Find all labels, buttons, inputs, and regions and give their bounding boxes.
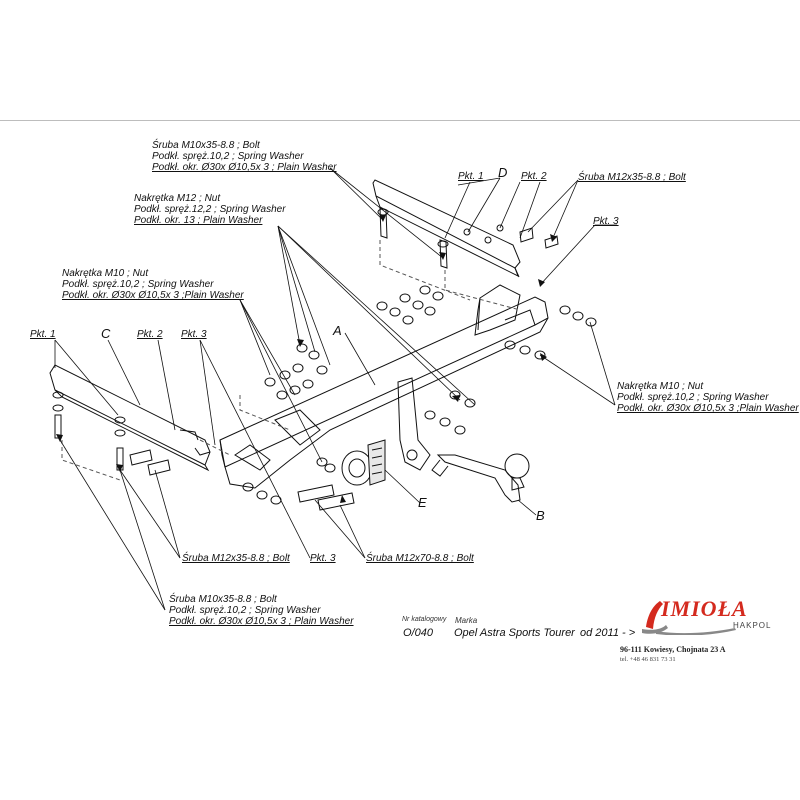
top-bolt-callout: Śruba M10x35-8.8 ; Bolt Podkł. spręż.10,… <box>152 140 337 173</box>
catalog-marka-value: Opel Astra Sports Tourer <box>454 627 575 639</box>
crossbeam-a <box>219 284 549 489</box>
top-rule <box>0 120 800 121</box>
pkt1-left-label: Pkt. 1 <box>30 329 56 340</box>
pkt2-top-label: Pkt. 2 <box>521 171 547 182</box>
callout-line: Nakrętka M12 ; Nut <box>134 193 221 204</box>
bolt-m12x35-bottom-callout: Śruba M12x35-8.8 ; Bolt <box>182 553 290 564</box>
bracket-c <box>49 364 211 472</box>
mount-plate <box>397 377 431 471</box>
part-letter-b: B <box>536 508 545 523</box>
callout-line: Podkł. spręż.10,2 ; Spring Washer <box>152 151 304 162</box>
brand-name: IMIOŁA <box>661 596 748 621</box>
callout-line: Śruba M10x35-8.8 ; Bolt <box>169 594 277 605</box>
callout-line: Podkł. okr. Ø30x Ø10,5x 3 ; Plain Washer <box>152 162 337 173</box>
bolt-m12x70-callout: Śruba M12x70-8.8 ; Bolt <box>366 553 474 564</box>
callout-line: Podkł. spręż.10,2 ; Spring Washer <box>617 392 769 403</box>
callout-line: Podkł. okr. Ø30x Ø10,5x 3 ;Plain Washer <box>617 403 799 414</box>
catalog-nr-value: O/040 <box>403 627 433 639</box>
ball-hitch-b <box>431 453 530 503</box>
nut-m12-callout: Nakrętka M12 ; Nut Podkł. spręż.12,2 ; S… <box>134 193 286 226</box>
pkt3-left-label: Pkt. 3 <box>181 329 207 340</box>
brand-address: 96-111 Kowiesy, Chojnata 23 A <box>620 645 726 654</box>
bottom-bolt-callout: Śruba M10x35-8.8 ; Bolt Podkł. spręż.10,… <box>169 594 354 627</box>
brand-logo-icon <box>642 601 736 635</box>
pkt3-right-label: Pkt. 3 <box>593 216 619 227</box>
callout-line: Podkł. okr. 13 ; Plain Washer <box>134 215 263 226</box>
brand-subtitle: HAKPOL <box>733 621 772 630</box>
pkt2-left-label: Pkt. 2 <box>137 329 163 340</box>
callout-line: Nakrętka M10 ; Nut <box>617 381 704 392</box>
nut-m10-left-callout: Nakrętka M10 ; Nut Podkł. spręż.10,2 ; S… <box>62 268 244 301</box>
catalog-nr-label: Nr katalogowy <box>402 616 447 623</box>
part-letter-a: A <box>333 323 342 338</box>
pkt1-top-label: Pkt. 1 <box>458 171 484 182</box>
catalog-from-value: od 2011 - > <box>580 627 636 639</box>
callout-line: Podkł. okr. Ø30x Ø10,5x 3 ;Plain Washer <box>62 290 244 301</box>
brand-phone: tel. +48 46 831 73 31 <box>620 656 676 663</box>
callout-line: Nakrętka M10 ; Nut <box>62 268 149 279</box>
callout-line: Podkł. spręż.10,2 ; Spring Washer <box>169 605 321 616</box>
nut-m10-right-callout: Nakrętka M10 ; Nut Podkł. spręż.10,2 ; S… <box>617 381 799 414</box>
socket-plate-e <box>341 439 386 486</box>
bolt-m12x35-top-callout: Śruba M12x35-8.8 ; Bolt <box>578 172 686 183</box>
callout-line: Podkł. spręż.12,2 ; Spring Washer <box>134 204 286 215</box>
pkt3-bottom-label: Pkt. 3 <box>310 553 336 564</box>
catalog-marka-label: Marka <box>455 616 478 625</box>
callout-line: Podkł. spręż.10,2 ; Spring Washer <box>62 279 214 290</box>
nuts-cluster <box>242 285 597 505</box>
callout-line: Podkł. okr. Ø30x Ø10,5x 3 ; Plain Washer <box>169 616 354 627</box>
part-letter-d: D <box>498 165 508 180</box>
callout-line: Śruba M10x35-8.8 ; Bolt <box>152 140 260 151</box>
bracket-d <box>372 179 521 278</box>
part-letter-c: C <box>101 326 111 341</box>
part-letter-e: E <box>418 495 427 510</box>
left-fasteners <box>52 391 355 511</box>
top-fasteners <box>377 207 559 269</box>
